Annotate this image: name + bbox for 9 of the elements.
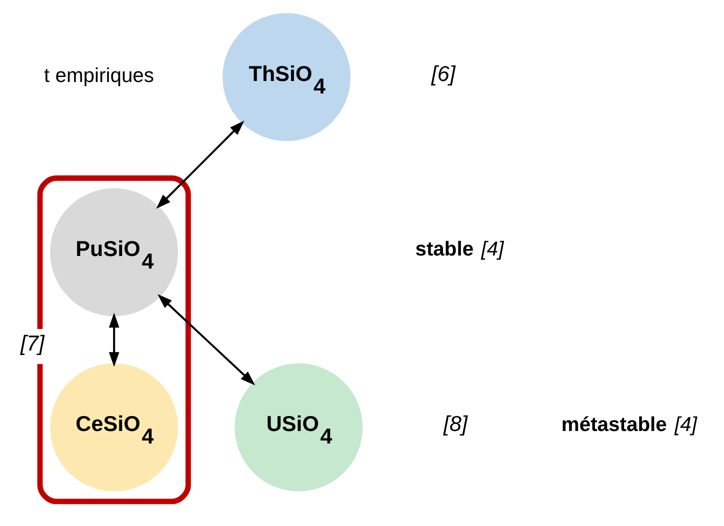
- label: métastable [4]: [561, 414, 698, 436]
- node-label: [7]: [20, 330, 44, 356]
- arrow: [156, 120, 244, 209]
- node-label: [8]: [444, 411, 468, 436]
- arrow: [108, 312, 120, 367]
- arrow: [158, 294, 256, 386]
- label: stable [4]: [415, 238, 504, 261]
- node-label: [6]: [431, 60, 456, 86]
- label: t empiriques: [44, 64, 154, 87]
